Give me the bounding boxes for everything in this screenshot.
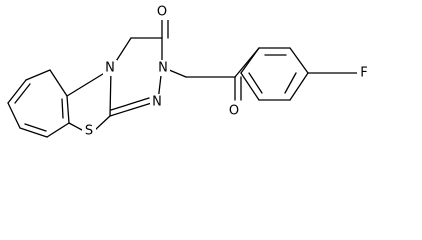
bond-benzo-5: [46, 122, 70, 138]
nitrogen-imine-label: N: [152, 95, 162, 110]
bond-ring-b: [68, 122, 83, 131]
bond-benzo-double-1: [14, 83, 31, 104]
bond-benzo-3: [7, 102, 21, 129]
bond-benzo-1: [25, 69, 51, 81]
chemical-structure-canvas: O O F N N N S: [7, 4, 371, 139]
bond-benzo-4: [19, 127, 48, 138]
sulfur-label: S: [85, 124, 93, 139]
thiazole-ring: [66, 68, 112, 131]
f-bg: [357, 65, 371, 81]
side-chain: [161, 47, 260, 101]
o-top-bg: [155, 4, 169, 20]
bond-aryl-6: [240, 47, 260, 74]
bond-ring-c: [94, 115, 111, 131]
bond-benzo-7: [49, 69, 68, 97]
benzo-ring: [7, 69, 70, 138]
n-triazine-bg: [156, 60, 170, 76]
o-ketone-bg: [227, 103, 241, 119]
bond-benzo-double-3: [61, 98, 64, 119]
s-bg: [82, 123, 96, 139]
oxygen-ketone-label: O: [229, 104, 239, 119]
bond-aryl-double-2: [284, 72, 297, 94]
nitrogen-ring-label: N: [105, 61, 115, 76]
oxygen-top-label: O: [157, 5, 167, 20]
bond-aryl-3: [289, 72, 309, 101]
bond-benzo-2: [7, 79, 27, 104]
bond-ring-d: [109, 68, 112, 117]
n-imine-bg: [150, 94, 164, 110]
molecule-diagram: O O F N N N S: [7, 4, 371, 139]
bond-triazine-double: [110, 97, 150, 111]
bond-aryl-2: [289, 47, 309, 74]
bond-aryl-double-3: [248, 72, 263, 94]
bond-aryl-5: [240, 72, 260, 101]
n-ring-bg: [103, 60, 117, 76]
fluorine-label: F: [360, 66, 367, 81]
nitrogen-triazine-label: N: [158, 61, 168, 76]
bond-benzo-6: [66, 95, 70, 124]
atom-labels: O O F N N N S: [82, 4, 371, 139]
bond-benzo-double-2: [24, 123, 47, 132]
fluorophenyl-ring: [240, 47, 361, 101]
